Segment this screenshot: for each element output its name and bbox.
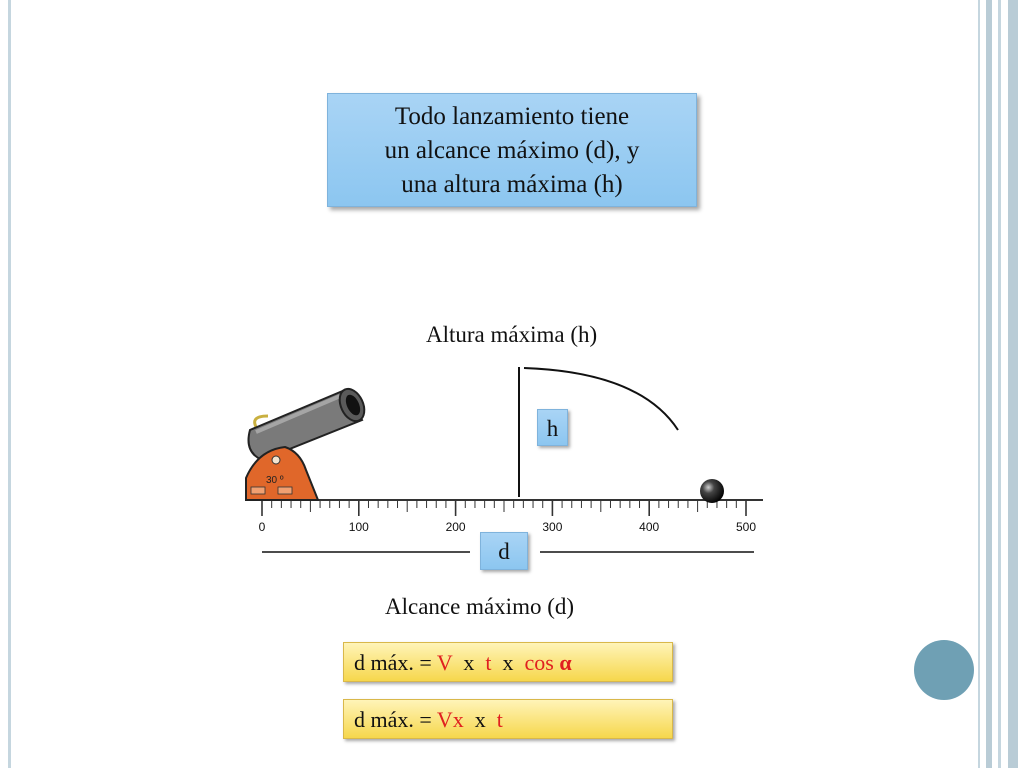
formula-part: cos bbox=[524, 650, 560, 675]
frame-right-line-2 bbox=[986, 0, 992, 768]
cannon: 30 º bbox=[245, 387, 366, 501]
decorative-circle bbox=[914, 640, 974, 700]
formula-part: x bbox=[463, 707, 497, 732]
formula-part: α bbox=[559, 650, 572, 675]
frame-right-line-4 bbox=[1008, 0, 1018, 768]
range-label: Alcance máximo (d) bbox=[385, 594, 575, 619]
cannon-barrel bbox=[247, 388, 364, 462]
height-label: Altura máxima (h) bbox=[426, 322, 598, 347]
title-line-2: un alcance máximo (d), y bbox=[384, 137, 640, 164]
formula-part: Vx bbox=[436, 707, 464, 732]
ruler-tick-label: 0 bbox=[259, 520, 266, 534]
title-line-3: una altura máxima (h) bbox=[401, 171, 623, 198]
title-box: Todo lanzamiento tiene un alcance máximo… bbox=[327, 93, 697, 207]
formula-part: x bbox=[452, 650, 486, 675]
ruler-tick-label: 300 bbox=[542, 520, 562, 534]
d-tag: d bbox=[480, 532, 528, 570]
formula-part: V bbox=[436, 650, 453, 675]
ruler-tick-label: 100 bbox=[349, 520, 369, 534]
formula-part: d máx. = bbox=[354, 650, 437, 675]
ruler-tick-label: 500 bbox=[736, 520, 756, 534]
formula-part: d máx. = bbox=[354, 707, 437, 732]
trajectory-arc bbox=[523, 367, 679, 431]
title-line-1: Todo lanzamiento tiene bbox=[394, 103, 630, 130]
cannonball bbox=[700, 479, 724, 503]
formula-part: t bbox=[485, 650, 492, 675]
frame-right-line-1 bbox=[978, 0, 980, 768]
formula-d-max-vx: d máx. = Vx x t bbox=[343, 699, 673, 739]
formula-part: t bbox=[496, 707, 503, 732]
formula-part: x bbox=[491, 650, 525, 675]
frame-right-line-3 bbox=[998, 0, 1001, 768]
ruler-tick-label: 200 bbox=[446, 520, 466, 534]
frame-left-line bbox=[8, 0, 11, 768]
h-tag: h bbox=[537, 409, 568, 446]
distance-ruler: 0 100 200 300 400 500 bbox=[246, 499, 763, 534]
ruler-tick-label: 400 bbox=[639, 520, 659, 534]
formula-d-max-cos: d máx. = V x t x cos α bbox=[343, 642, 673, 682]
cannon-angle-label: 30 º bbox=[266, 475, 284, 486]
